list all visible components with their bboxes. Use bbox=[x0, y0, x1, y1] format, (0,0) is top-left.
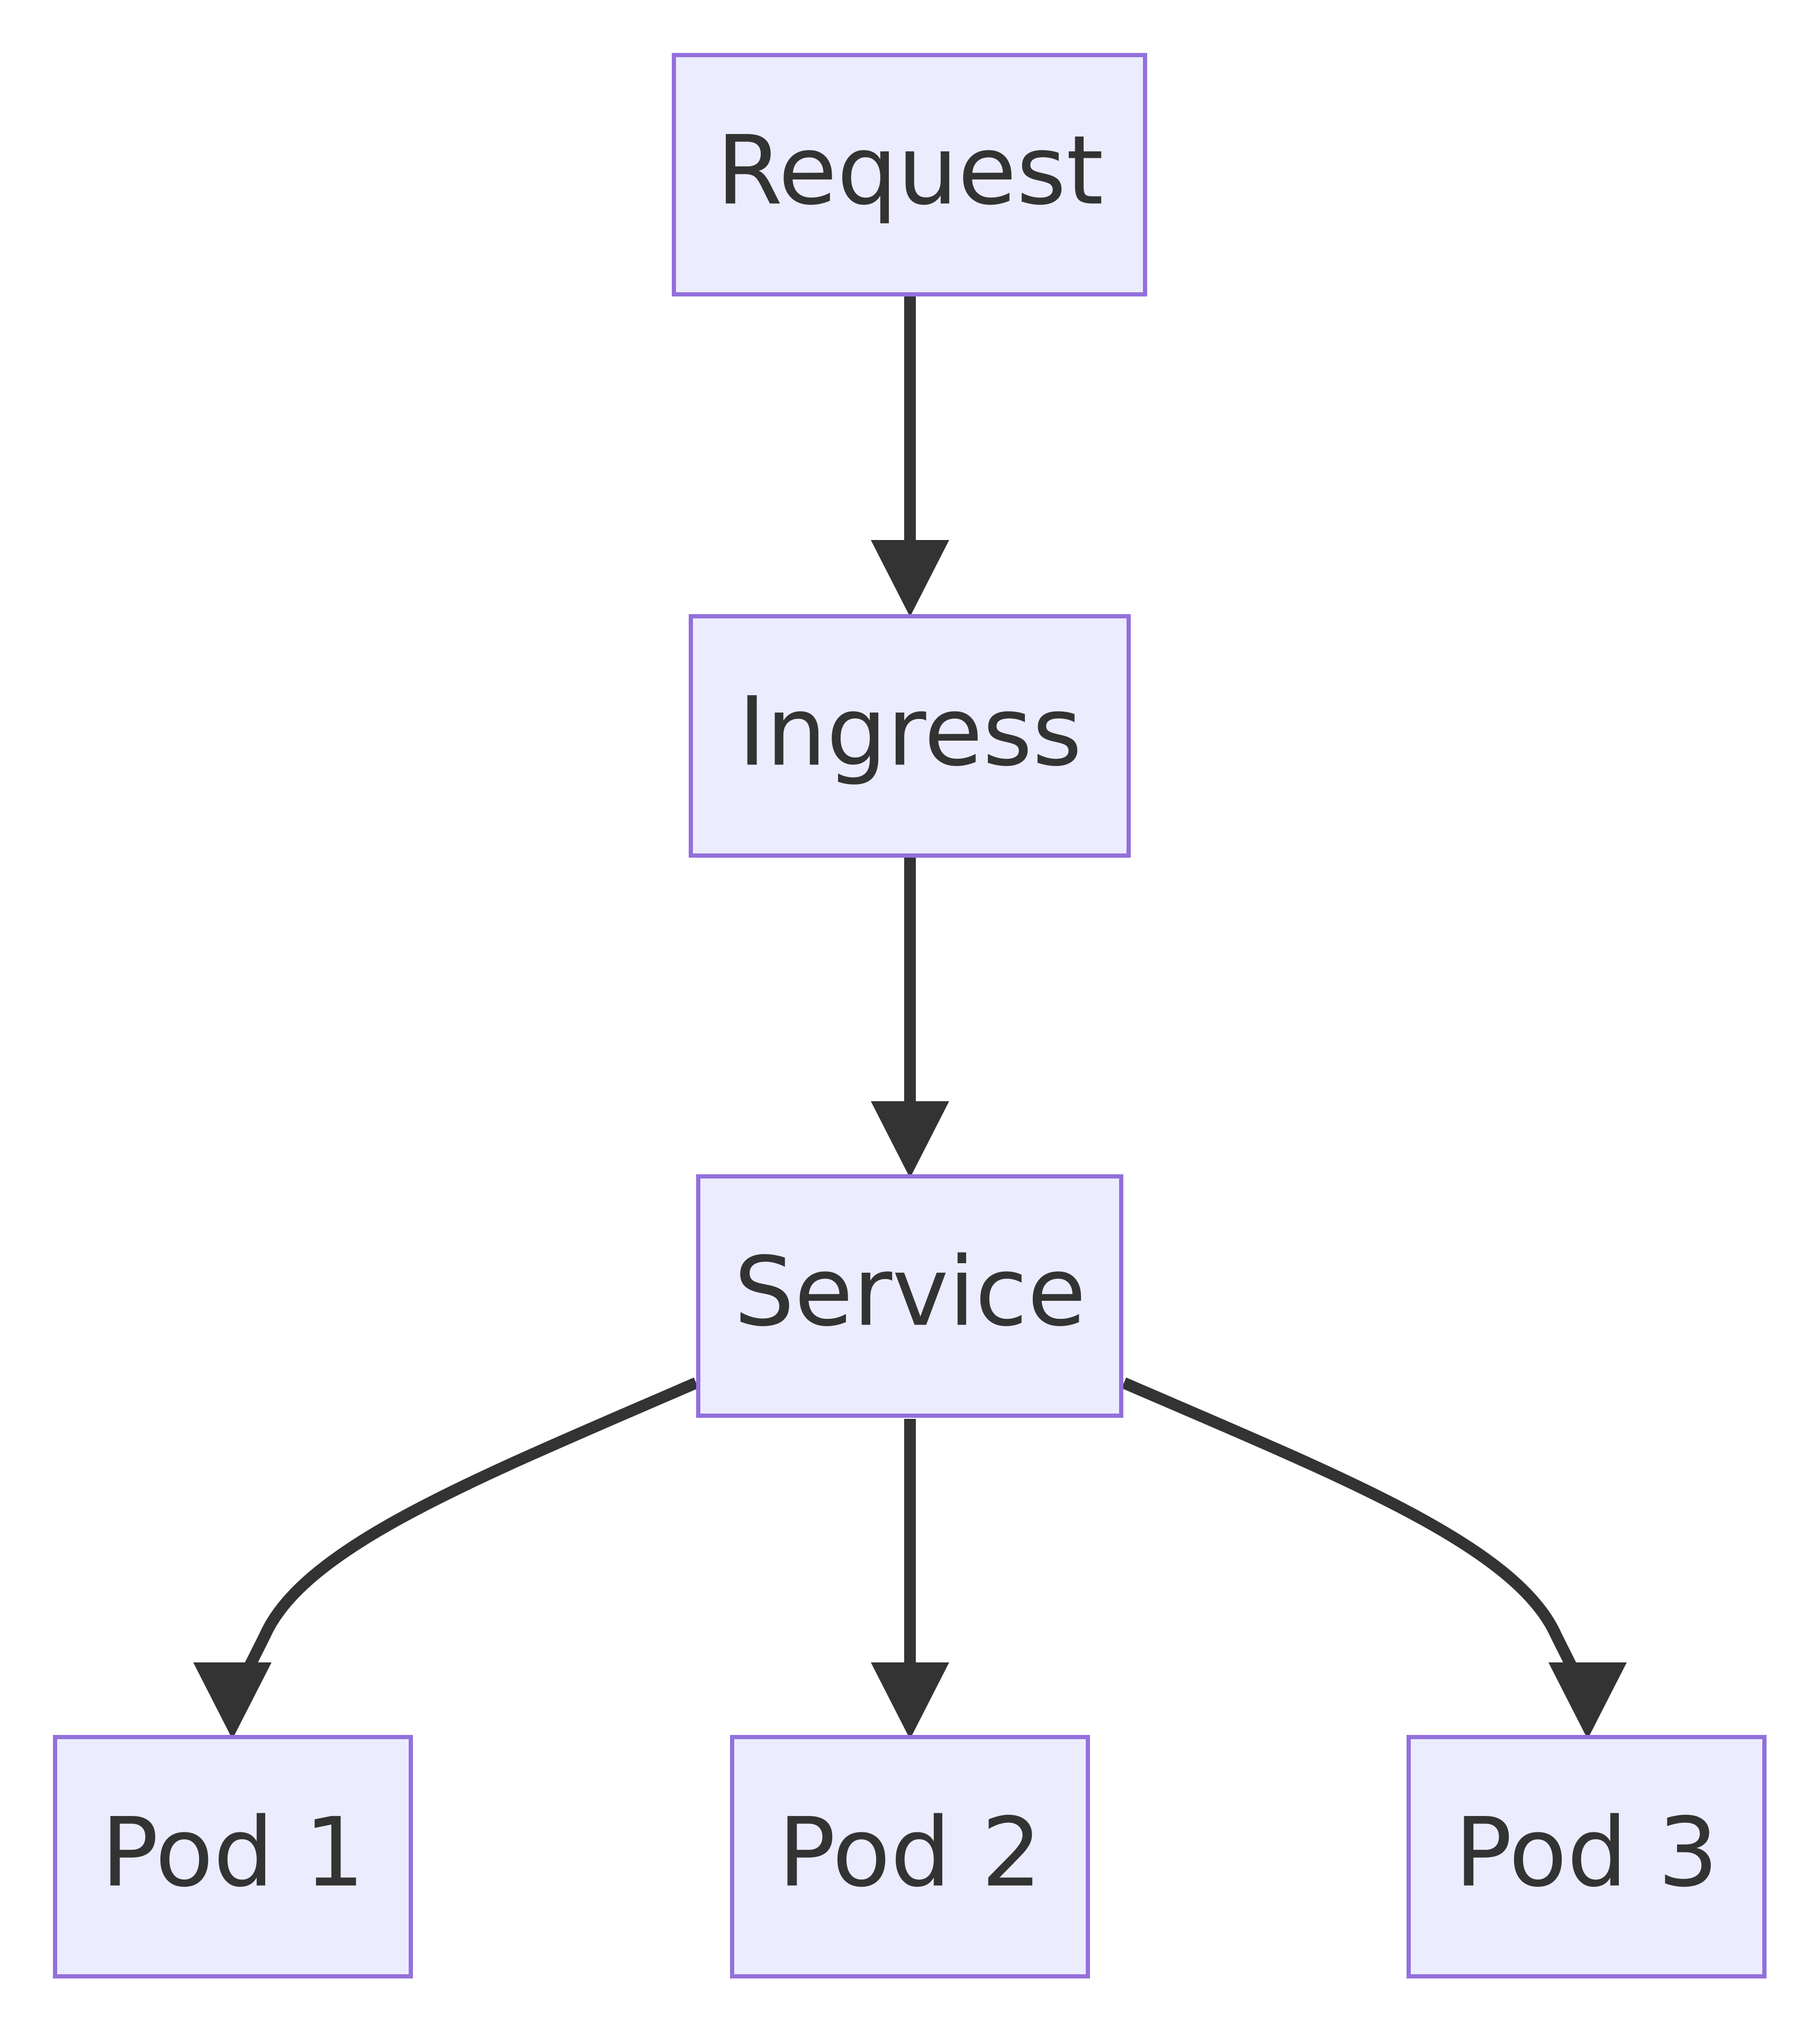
edge-service-to-pod2 bbox=[871, 1419, 949, 1739]
node-service-label: Service bbox=[734, 1237, 1086, 1347]
node-pod2[interactable]: Pod 2 bbox=[730, 1735, 1090, 1978]
node-ingress-label: Ingress bbox=[738, 677, 1082, 787]
node-service[interactable]: Service bbox=[696, 1174, 1123, 1418]
node-pod1[interactable]: Pod 1 bbox=[53, 1735, 413, 1978]
edge-ingress-to-service bbox=[871, 858, 949, 1178]
node-ingress[interactable]: Ingress bbox=[689, 614, 1131, 858]
edge-service-to-pod1 bbox=[193, 1377, 699, 1739]
node-pod1-label: Pod 1 bbox=[101, 1797, 365, 1908]
edges bbox=[193, 296, 1627, 1739]
nodes: Request Ingress Service Pod 1 Pod 2 Pod … bbox=[53, 53, 1767, 1978]
edge-service-to-pod3 bbox=[1121, 1377, 1627, 1739]
node-pod3[interactable]: Pod 3 bbox=[1407, 1735, 1767, 1978]
node-pod3-label: Pod 3 bbox=[1455, 1797, 1718, 1908]
node-request[interactable]: Request bbox=[672, 53, 1147, 296]
node-pod2-label: Pod 2 bbox=[778, 1797, 1042, 1908]
edge-request-to-ingress bbox=[871, 296, 949, 617]
node-request-label: Request bbox=[716, 115, 1103, 226]
